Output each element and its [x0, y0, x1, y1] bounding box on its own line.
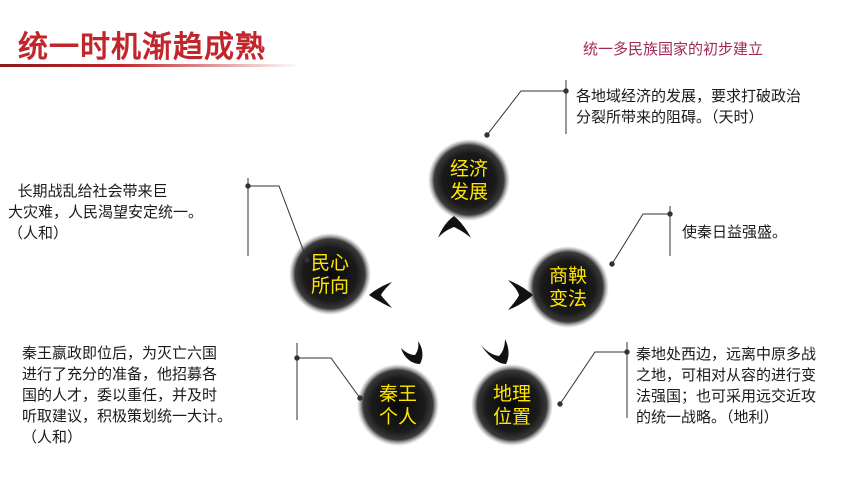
connector-economy — [486, 90, 566, 136]
node-economy-label: 经济 发展 — [449, 158, 488, 203]
arrow-people — [369, 282, 392, 308]
node-geography-label: 地理 位置 — [492, 383, 531, 428]
page-subtitle: 统一多民族国家的初步建立 — [583, 40, 764, 58]
arrow-king — [401, 341, 423, 364]
arrow-marks — [369, 216, 533, 364]
node-king-label: 秦王 个人 — [378, 383, 417, 428]
note-king: 秦王嬴政即位后，为灭亡六国 进行了充分的准备，他招募各 国的人才，委以重任，并及… — [22, 344, 233, 446]
page-title: 统一时机渐趋成熟 — [18, 30, 266, 65]
connector-people — [248, 185, 308, 261]
note-people: 长期战乱给社会带来巨 大灾难，人民渴望安定统一。 （人和） — [8, 182, 204, 242]
node-economy-blob — [428, 139, 510, 221]
note-geography: 秦地处西边，远离中原多战 之地，可相对从容的进行变 法强国；也可采用远交近攻 的… — [636, 345, 817, 426]
note-reform: 使秦日益强盛。 — [682, 223, 788, 241]
node-people-blob — [289, 233, 371, 315]
node-people-label: 民心 所向 — [310, 252, 349, 297]
node-reform-blob — [527, 246, 609, 328]
node-king-blob — [357, 364, 439, 446]
node-geography-blob — [471, 364, 553, 446]
title-underline — [0, 64, 300, 67]
arrow-economy — [438, 216, 471, 238]
connector-reform — [611, 213, 670, 265]
note-economy: 各地域经济的发展，要求打破政治 分裂所带来的阻碍。（天时） — [576, 87, 802, 126]
arrow-geography — [481, 339, 509, 364]
connector-geography — [559, 351, 627, 405]
connector-lines — [245, 80, 673, 420]
node-reform-label: 商鞅 变法 — [548, 265, 587, 310]
connector-king — [297, 357, 361, 399]
arrow-reform — [508, 280, 533, 310]
